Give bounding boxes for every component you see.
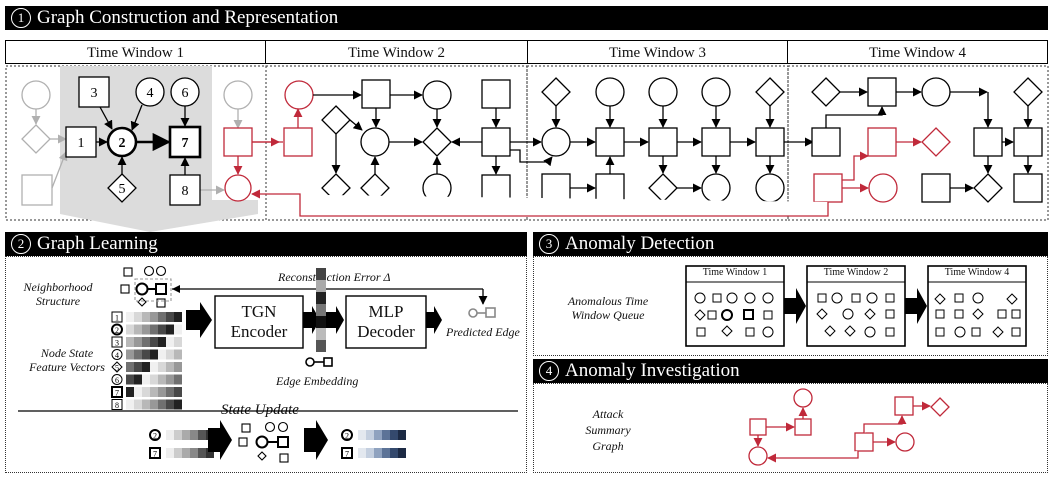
neighborhood-structure-label: Neighborhood Structure <box>23 280 93 308</box>
node-index-label: 4 <box>115 351 119 360</box>
edge-embedding-icon <box>305 357 333 367</box>
time-window-2-label: Time Window 2 <box>266 40 527 64</box>
queue-window-1-graph <box>694 292 774 338</box>
tw1-node-8-label: 8 <box>182 184 189 199</box>
node-index-label: 6 <box>115 376 119 385</box>
section4-title: Anomaly Investigation <box>565 360 740 381</box>
node-index-label: 1 <box>115 314 119 323</box>
feature-vector-rows: 1 2 3 4 5 6 7 8 <box>111 311 182 410</box>
edge-embedding-label: Edge Embedding <box>276 374 359 388</box>
mini-neighborhood-graph <box>120 265 172 308</box>
section3-number: 3 <box>539 234 559 254</box>
tw4-attack-nodes <box>251 127 951 217</box>
node-index-label: 8 <box>115 401 119 410</box>
section1-number: 1 <box>11 8 31 28</box>
time-window-3-panel <box>526 65 789 221</box>
section2-header: 2 Graph Learning <box>5 232 527 256</box>
tw1-node-1 <box>65 126 97 158</box>
node-index-label: 3 <box>115 339 119 348</box>
tw1-node-2-label: 2 <box>119 136 126 151</box>
section4-panel <box>533 383 1048 473</box>
section4-number: 4 <box>539 361 559 381</box>
node-index-label: 7 <box>115 389 119 398</box>
predicted-edge-icon <box>468 307 496 318</box>
node-index-label: 7 <box>345 450 349 459</box>
tw2-nodes <box>321 79 511 204</box>
attack-summary-graph-label: Attack Summary Graph <box>585 407 631 453</box>
section1-header: 1 Graph Construction and Representation <box>5 6 1048 30</box>
tgn-encoder-box <box>214 295 304 349</box>
section2-number: 2 <box>11 234 31 254</box>
queue-window-2-graph <box>816 292 895 338</box>
tw1-node-1-label: 1 <box>78 136 85 151</box>
node-index-label: 2 <box>115 326 119 335</box>
node-index-label: 2 <box>345 432 349 441</box>
tw2-attack-nodes <box>283 80 314 157</box>
tw1-node-6-label: 6 <box>182 86 189 101</box>
tw1-node-7-label: 7 <box>182 136 189 151</box>
time-window-4-panel <box>787 65 1049 221</box>
node-index-label: 7 <box>153 450 157 459</box>
section2-title: Graph Learning <box>37 233 158 254</box>
state-update-graph <box>238 421 289 463</box>
tgn-encoder-text: TGN Encoder <box>230 302 288 341</box>
state-update-after: 27 <box>341 429 406 459</box>
tw4-nodes <box>811 77 1043 203</box>
queue-window-4-label: Time Window 4 <box>944 267 1010 278</box>
tw1-node-4 <box>135 77 165 107</box>
node-index-label: 5 <box>115 364 119 373</box>
tw1-node-5 <box>107 173 137 203</box>
section3-title: Anomaly Detection <box>565 233 715 254</box>
tw3-edges <box>551 106 814 193</box>
tw1-faded-nodes <box>21 80 253 206</box>
arrow-to-encoder <box>186 302 212 338</box>
reconstruction-error-label: Reconstruction Error Δ <box>278 270 391 284</box>
node-index-label: 2 <box>153 432 157 441</box>
queue-window-1-label: Time Window 1 <box>702 267 768 278</box>
time-window-3-label: Time Window 3 <box>527 40 788 64</box>
anomalous-queue-label: Anomalous Time Window Queue <box>567 294 649 322</box>
tw4-edges <box>825 87 1033 193</box>
section3-header: 3 Anomaly Detection <box>533 232 1048 256</box>
tw1-attack-nodes <box>223 127 280 202</box>
edge-embedding-vector <box>316 268 326 352</box>
mlp-decoder-text: MLP Decoder <box>357 302 415 341</box>
section3-panel <box>533 256 1048 356</box>
queue-window-4-graph <box>934 292 1021 338</box>
tw1-edges <box>96 104 190 175</box>
time-window-1-label: Time Window 1 <box>5 40 266 64</box>
tw1-node-3-label: 3 <box>91 86 98 101</box>
time-window-4-label: Time Window 4 <box>788 40 1048 64</box>
section2-panel <box>5 256 527 473</box>
tw1-node-8 <box>169 174 201 206</box>
node-state-feature-vectors-label: Node State Feature Vectors <box>29 346 105 374</box>
tw3-nodes <box>541 77 785 203</box>
predicted-edge-label: Predicted Edge <box>446 325 520 339</box>
tw1-node-3 <box>78 76 110 108</box>
tw1-node-4-label: 4 <box>147 86 154 101</box>
section1-title: Graph Construction and Representation <box>37 7 339 28</box>
tw1-node-5-label: 5 <box>119 182 126 197</box>
section4-header: 4 Anomaly Investigation <box>533 359 1048 383</box>
queue-window-2-label: Time Window 2 <box>823 267 889 278</box>
